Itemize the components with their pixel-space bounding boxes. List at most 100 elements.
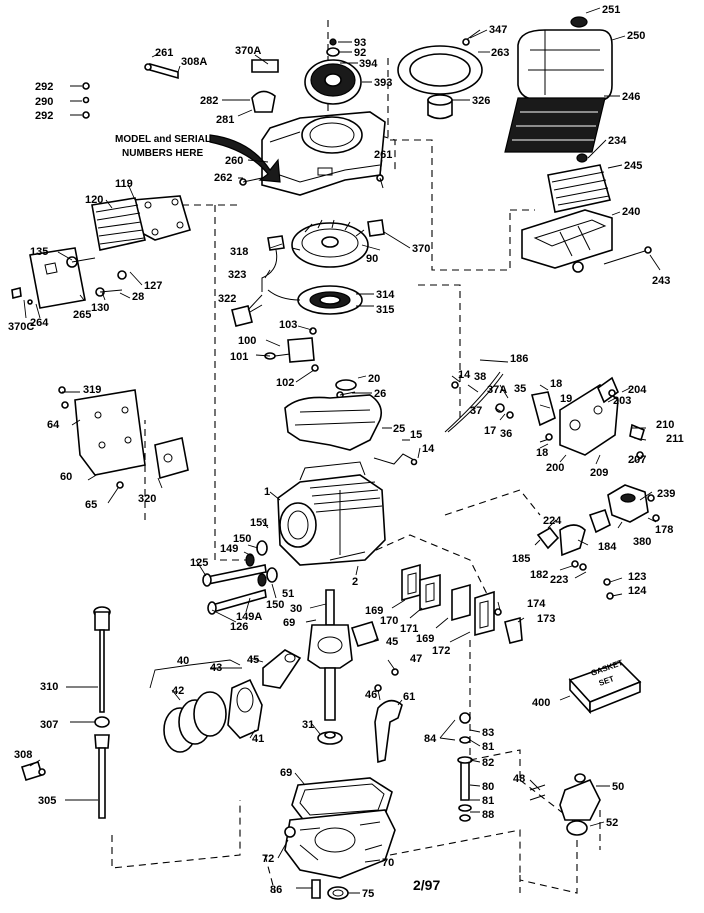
callout-185: 185: [512, 553, 530, 565]
callout-282: 282: [200, 95, 218, 107]
callout-200: 200: [546, 462, 564, 474]
callout-261-top: 261: [155, 47, 173, 59]
callout-19: 19: [560, 393, 572, 405]
callout-103: 103: [279, 319, 297, 331]
callout-307: 307: [40, 719, 58, 731]
callout-171: 171: [400, 623, 418, 635]
callout-123: 123: [628, 571, 646, 583]
callout-245: 245: [624, 160, 642, 172]
model-serial-note-line1: MODEL and SERIAL: [115, 134, 211, 145]
flywheel-group: [231, 219, 385, 372]
plug-86: [311, 879, 321, 899]
callout-239: 239: [657, 488, 675, 500]
callout-314: 314: [376, 289, 395, 301]
gasket-169b: [451, 583, 471, 622]
callout-42: 42: [172, 685, 184, 697]
nut-234: [576, 153, 588, 163]
callout-203: 203: [613, 395, 631, 407]
ring-3: [193, 691, 227, 737]
callout-243: 243: [652, 275, 670, 287]
callout-169-left: 169: [365, 605, 383, 617]
callout-14-lower: 14: [422, 443, 435, 455]
callout-251: 251: [602, 4, 620, 16]
callout-204: 204: [628, 384, 647, 396]
callout-234: 234: [608, 135, 627, 147]
callout-101: 101: [230, 351, 248, 363]
camshaft-50: [559, 778, 601, 821]
governor-61: [374, 699, 403, 764]
callout-45-left: 45: [247, 654, 259, 666]
callout-1: 1: [264, 486, 270, 498]
callout-120: 120: [85, 194, 103, 206]
callout-308A: 308A: [181, 56, 207, 68]
callout-47: 47: [410, 653, 422, 665]
callout-17: 17: [484, 425, 496, 437]
callout-labels: 251 347 93 92 394 393 263 250 326 246 23…: [8, 4, 684, 900]
callout-207: 207: [628, 454, 646, 466]
callout-394: 394: [359, 58, 378, 70]
callout-315: 315: [376, 304, 394, 316]
callout-37: 37: [470, 405, 482, 417]
callout-119: 119: [115, 178, 133, 190]
callout-150-upper: 150: [233, 533, 251, 545]
dipstick-group: [21, 606, 111, 819]
callout-18-upper: 18: [550, 378, 562, 390]
connecting-rod: [262, 649, 302, 689]
callout-323: 323: [228, 269, 246, 281]
callout-35: 35: [514, 383, 526, 395]
sump-group: [284, 777, 396, 900]
dipstick-tube-305: [98, 747, 106, 819]
callout-41: 41: [252, 733, 264, 745]
intake-184: [559, 524, 586, 557]
callout-308: 308: [14, 749, 32, 761]
o-ring-307: [94, 716, 110, 728]
cylinder-block-group: [277, 379, 418, 566]
callout-124: 124: [628, 585, 647, 597]
foam-pre-cleaner: [504, 97, 606, 153]
callout-15: 15: [410, 429, 422, 441]
callout-92: 92: [354, 47, 366, 59]
gear-52: [566, 820, 588, 836]
connector-322: [231, 305, 253, 327]
callout-150-lower: 150: [266, 599, 284, 611]
callout-319: 319: [83, 384, 101, 396]
cap-45: [350, 621, 380, 647]
callout-82: 82: [482, 757, 494, 769]
callout-400: 400: [532, 697, 550, 709]
cylinder-head: [91, 197, 146, 251]
callout-37A: 37A: [487, 384, 507, 396]
fitting-185: [536, 526, 560, 550]
gasket-set-box: [568, 661, 642, 715]
date-code: 2/97: [413, 877, 440, 893]
left-bracket-group: [58, 386, 189, 489]
callout-70: 70: [382, 857, 394, 869]
callout-36: 36: [500, 428, 512, 440]
gasket-169: [401, 563, 421, 602]
callout-126: 126: [230, 621, 248, 633]
callout-51: 51: [282, 588, 294, 600]
cylinder-head-group: [11, 195, 191, 309]
decal-370: [367, 219, 385, 237]
callout-50: 50: [612, 781, 624, 793]
callout-240: 240: [622, 206, 640, 218]
callout-170: 170: [380, 615, 398, 627]
callout-149A: 149A: [236, 611, 262, 623]
callout-125: 125: [190, 557, 208, 569]
breather-170: [419, 573, 441, 612]
governor-controls-group: [444, 371, 660, 600]
bracket-60: [74, 389, 146, 476]
callout-151: 151: [250, 517, 268, 529]
callout-184: 184: [598, 541, 617, 553]
air-cleaner-cover: [517, 29, 613, 101]
callout-100: 100: [238, 335, 256, 347]
callout-43: 43: [210, 662, 222, 674]
callout-370C: 370C: [8, 321, 34, 333]
callout-102: 102: [276, 377, 294, 389]
callout-52: 52: [606, 817, 618, 829]
callout-320: 320: [138, 493, 156, 505]
terminal-318: [267, 235, 285, 251]
screw-243: [644, 246, 652, 254]
callout-290: 290: [35, 96, 53, 108]
callout-370: 370: [412, 243, 430, 255]
